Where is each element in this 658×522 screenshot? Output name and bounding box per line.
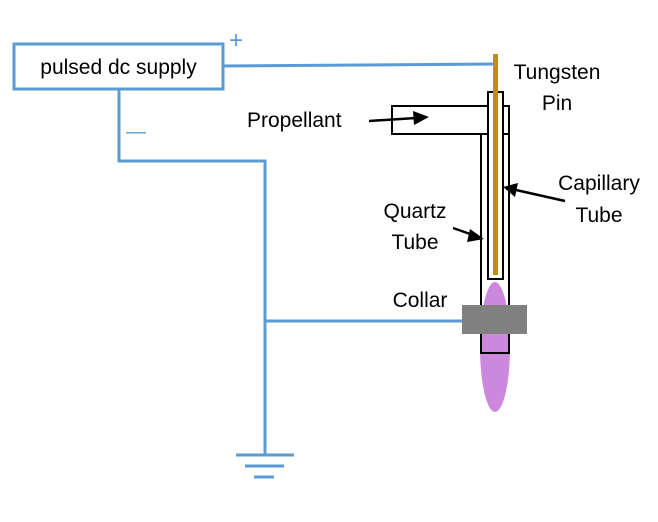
quartz-tube-label-line2: Tube xyxy=(391,231,438,254)
capillary-tube-arrow xyxy=(503,183,566,203)
capillary-tube-label-line2: Tube xyxy=(575,204,622,227)
collar-label: Collar xyxy=(393,289,448,312)
tungsten-pin-label-line2: Pin xyxy=(542,92,572,115)
propellant-arrow xyxy=(368,111,429,125)
tungsten-pin xyxy=(493,54,498,275)
minus-sign: — xyxy=(126,121,146,143)
propellant-label: Propellant xyxy=(247,109,342,132)
positive-wire xyxy=(222,62,497,68)
plasma-plume xyxy=(480,282,510,412)
pulsed-dc-supply-label: pulsed dc supply xyxy=(40,56,197,79)
tungsten-pin-label-line1: Tungsten xyxy=(514,61,601,84)
quartz-tube-label-line1: Quartz xyxy=(383,200,446,223)
pulsed-dc-supply-box xyxy=(12,42,225,91)
collar xyxy=(462,305,527,334)
plus-sign: + xyxy=(229,27,243,54)
ground-symbol xyxy=(236,453,294,479)
quartz-tube-arrow xyxy=(452,226,484,242)
circuit-wires xyxy=(117,62,497,455)
capillary-tube-label-line1: Capillary xyxy=(558,172,640,195)
negative-wire xyxy=(117,89,267,455)
